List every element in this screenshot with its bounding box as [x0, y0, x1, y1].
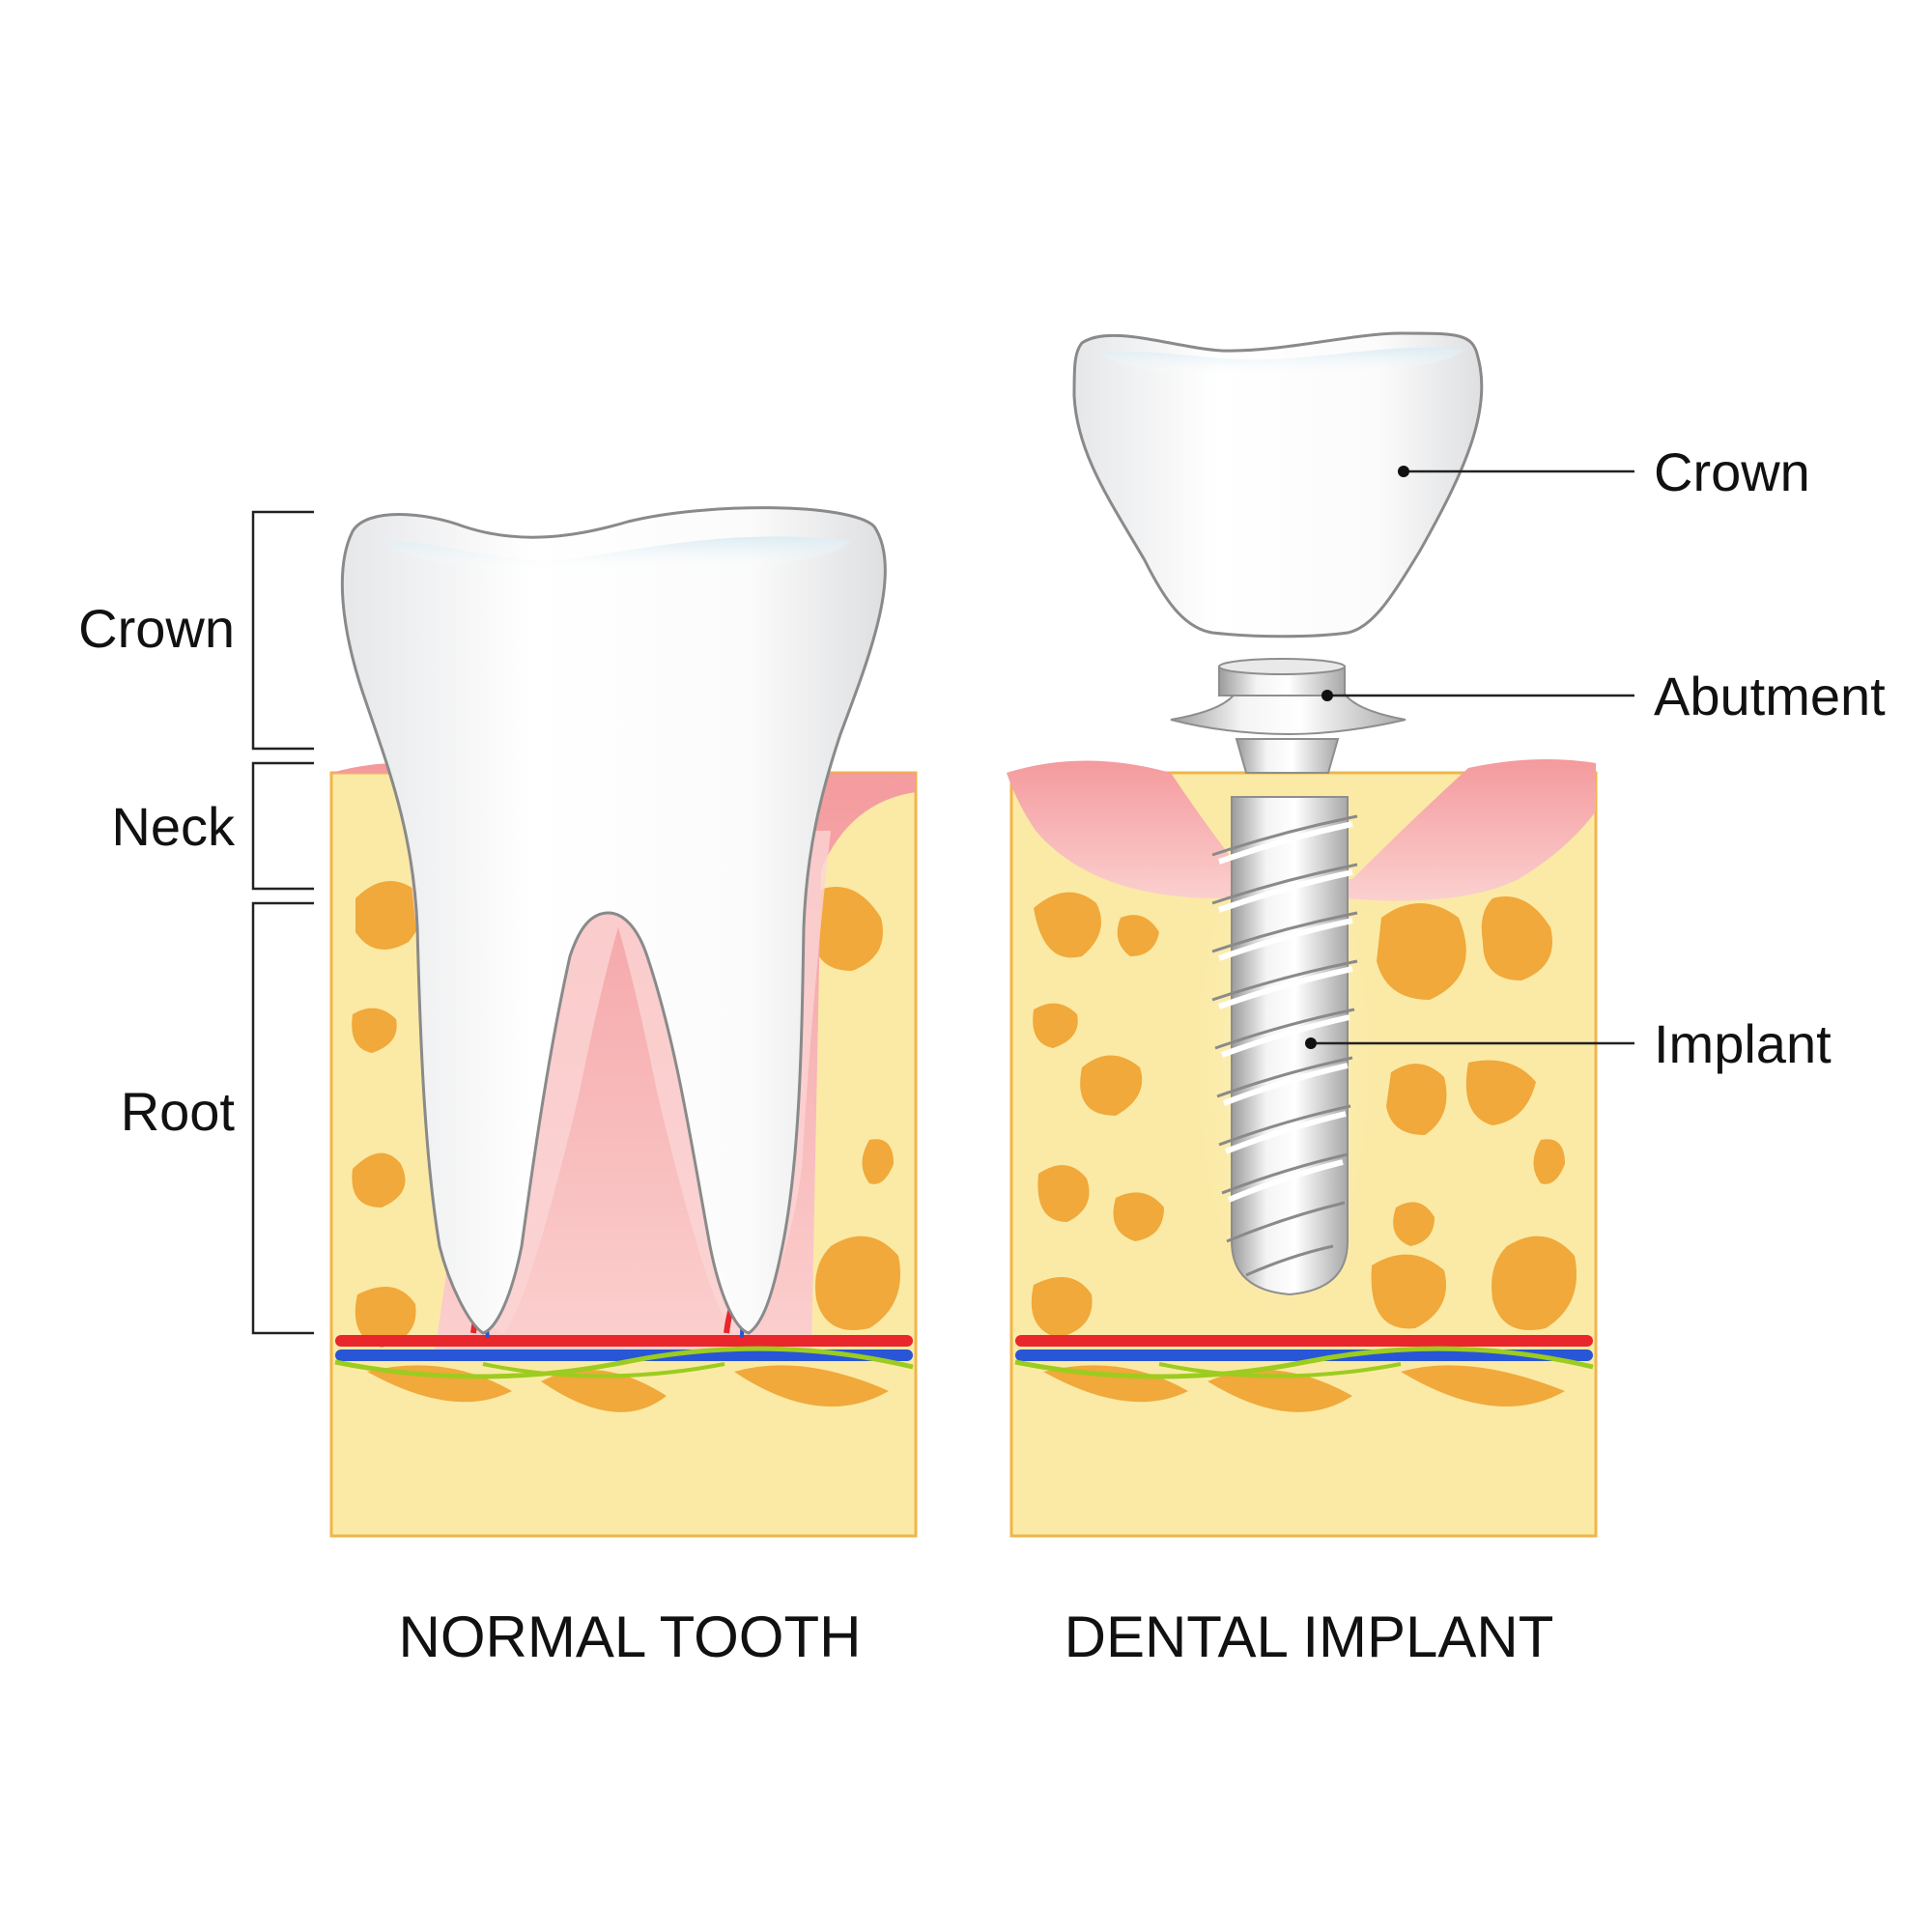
natural-tooth	[340, 506, 887, 1335]
bone-cavity	[1031, 1277, 1093, 1338]
bone-cavity	[352, 1152, 406, 1208]
abutment-post	[1235, 738, 1340, 774]
bone-cavity	[734, 1365, 889, 1406]
nerve-fiber	[482, 1362, 725, 1378]
implant-thread-highlight	[1224, 1111, 1347, 1154]
implant-thread-highlight	[1218, 821, 1353, 865]
implant-screw	[1211, 796, 1358, 1296]
leader-lines	[1305, 466, 1634, 1049]
nerve-fiber	[1158, 1362, 1402, 1378]
abutment	[1170, 658, 1406, 774]
bone-cavity	[1033, 1003, 1078, 1048]
implant-thread	[1214, 1008, 1355, 1050]
bone-cavity	[355, 881, 422, 950]
bone-cavity	[1401, 1365, 1565, 1406]
blood-vessels	[1014, 1335, 1594, 1379]
bone-cavity	[1080, 1055, 1143, 1116]
implant-thread	[1226, 1201, 1346, 1243]
vein-vessel	[335, 1350, 913, 1361]
bone-cavity	[1481, 896, 1552, 980]
bone-cavity	[1037, 1165, 1090, 1222]
bone-cavity	[1034, 892, 1101, 958]
tooth-enamel-highlight	[386, 536, 850, 574]
bone-cavity	[815, 1236, 900, 1330]
abutment-collar	[1170, 690, 1406, 736]
bone-cavity	[1208, 1370, 1352, 1412]
implant-thread-highlights	[1218, 821, 1353, 1203]
neck-bracket	[251, 761, 314, 891]
bone-cavity	[1371, 1254, 1446, 1329]
neck-label: Neck	[111, 796, 236, 857]
bone-cavity	[1492, 1236, 1577, 1330]
implant-thread-highlight	[1218, 966, 1353, 1009]
implant-thread-highlight	[1220, 1014, 1350, 1058]
nerve-fiber	[334, 1346, 914, 1379]
vein-vessel	[1015, 1350, 1593, 1361]
crown-bracket	[251, 510, 314, 751]
implant-threads	[1211, 814, 1358, 1277]
implant-crown-label: Crown	[1654, 441, 1810, 502]
normal-tooth-caption: NORMAL TOOTH	[399, 1605, 862, 1669]
implant-thread	[1221, 1152, 1349, 1195]
bone-cavity	[862, 1139, 894, 1184]
nerve-fiber	[1014, 1346, 1594, 1379]
implant-thread	[1216, 1056, 1353, 1098]
implant-leader-dot	[1305, 1037, 1317, 1049]
bone-cavity	[1117, 915, 1159, 956]
root-label: Root	[121, 1081, 236, 1142]
root-bracket	[251, 901, 314, 1335]
bone-cavity	[541, 1370, 667, 1412]
bone-cavity	[1465, 1060, 1536, 1125]
anatomy-brackets	[251, 510, 314, 1335]
bone-cavity	[1377, 903, 1466, 1000]
implant-label: Implant	[1654, 1013, 1832, 1074]
crown-leader-dot	[1398, 466, 1409, 477]
artificial-crown	[1072, 331, 1484, 639]
artery-vessel	[335, 1335, 913, 1347]
bone-cavity	[1386, 1064, 1447, 1135]
artery-vessel	[1015, 1335, 1593, 1347]
implant-thread	[1245, 1244, 1334, 1277]
bone-cavity	[352, 1008, 397, 1053]
bone-cavity	[1113, 1192, 1164, 1241]
abutment-leader-dot	[1321, 690, 1333, 701]
normal-tooth-panel: Crown Neck Root NORMAL TOOTH	[78, 506, 918, 1669]
implant-thread-highlight	[1227, 1159, 1344, 1203]
bone-cavities	[1031, 892, 1577, 1412]
bone-cavity	[1393, 1202, 1435, 1246]
implant-thread-highlight	[1218, 918, 1353, 961]
dental-implant-panel: Crown Abutment Implant DENTAL IMPLANT	[1007, 331, 1886, 1669]
implant-thread	[1211, 814, 1358, 857]
implant-thread-highlight	[1218, 869, 1353, 913]
gum	[1007, 759, 1596, 901]
abutment-label: Abutment	[1654, 666, 1886, 726]
bone-cavity	[1533, 1139, 1565, 1184]
implant-thread	[1218, 1104, 1351, 1147]
dental-implant-caption: DENTAL IMPLANT	[1065, 1605, 1554, 1669]
crown-enamel-highlight	[1101, 347, 1463, 379]
implant-thread	[1211, 959, 1358, 1002]
bone-cavity	[811, 887, 883, 971]
bone-cavity	[355, 1287, 416, 1348]
abutment-top	[1218, 658, 1346, 675]
crown-label: Crown	[78, 598, 235, 659]
implant-thread	[1211, 911, 1358, 953]
implant-thread-highlight	[1222, 1063, 1349, 1106]
implant-thread	[1211, 863, 1358, 905]
